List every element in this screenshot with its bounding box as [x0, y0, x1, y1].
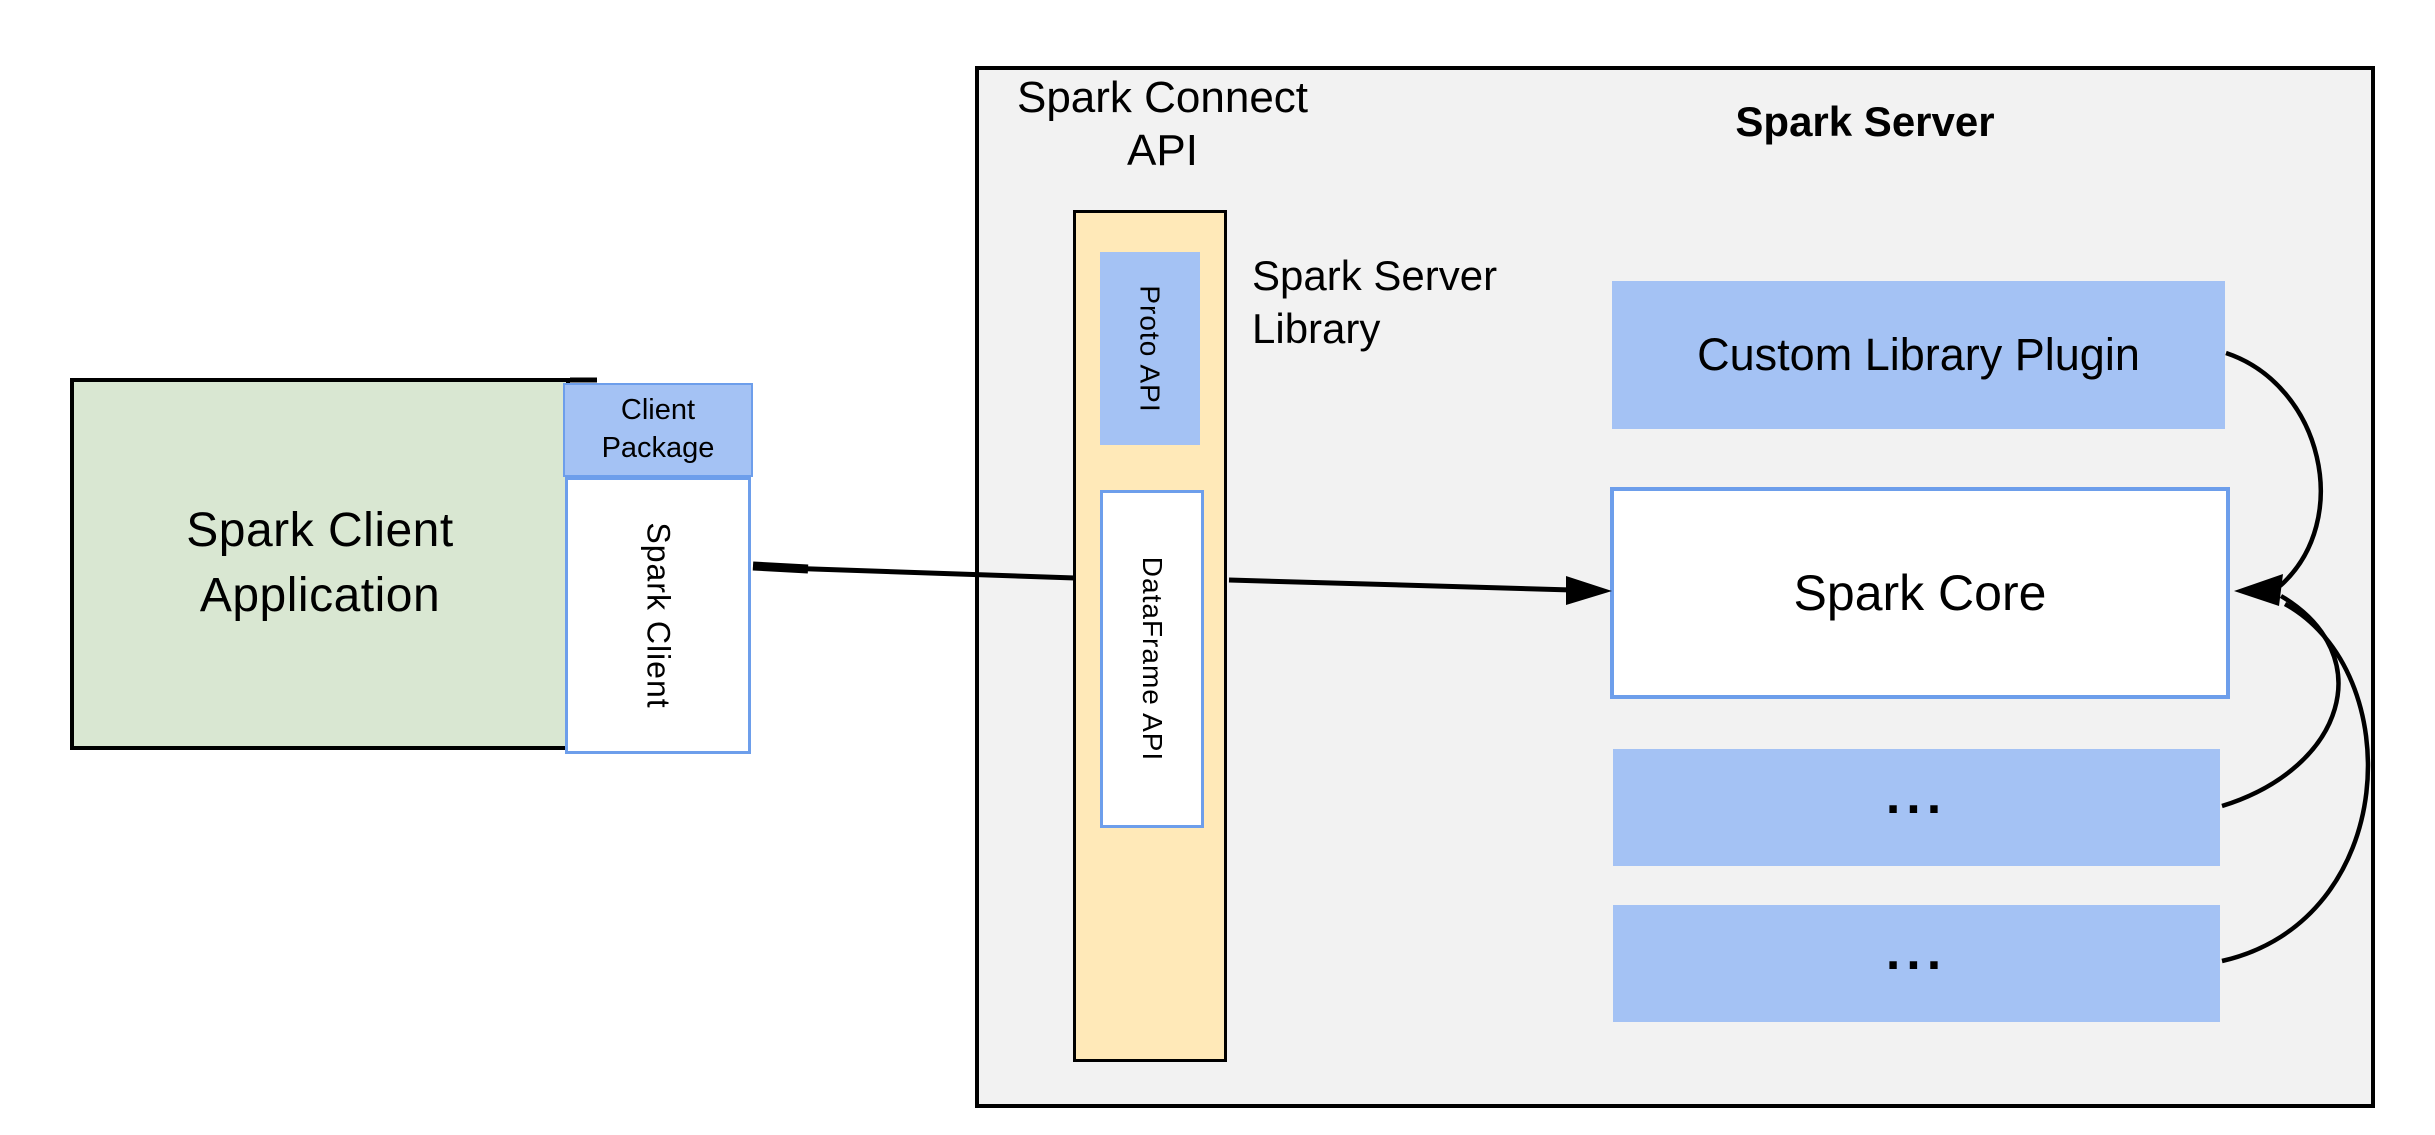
client-package-label: Client Package: [601, 394, 715, 464]
dataframe-api-label: DataFrame API: [1137, 556, 1168, 762]
spark-client-application-box: Spark Client Application: [70, 378, 570, 750]
custom-library-plugin-box: Custom Library Plugin: [1612, 281, 2225, 429]
client-to-connect-line-start: [752, 561, 809, 574]
proto-api-label: Proto API: [1135, 284, 1167, 413]
custom-library-plugin-label: Custom Library Plugin: [1697, 329, 2140, 380]
plugin-slot-1-box: ...: [1613, 749, 2220, 866]
plugin-slot-2-box: ...: [1613, 905, 2220, 1022]
spark-client-box: Spark Client: [565, 477, 751, 754]
spark-server-library-label: Spark Server Library: [1252, 252, 1498, 352]
dataframe-api-box: DataFrame API: [1100, 490, 1204, 828]
plugin-slot-1-label: ...: [1885, 766, 1948, 825]
spark-core-box: Spark Core: [1610, 487, 2230, 699]
client-package-box: Client Package: [563, 383, 753, 477]
proto-api-box: Proto API: [1100, 252, 1200, 445]
spark-client-application-label: Spark Client Application: [186, 504, 454, 622]
plugin-slot-2-label: ...: [1885, 922, 1948, 981]
spark-server-title: Spark Server: [1735, 98, 1995, 145]
spark-core-label: Spark Core: [1793, 565, 2047, 621]
spark-client-label: Spark Client: [640, 522, 677, 709]
spark-connect-api-label: Spark Connect API: [1016, 73, 1309, 175]
